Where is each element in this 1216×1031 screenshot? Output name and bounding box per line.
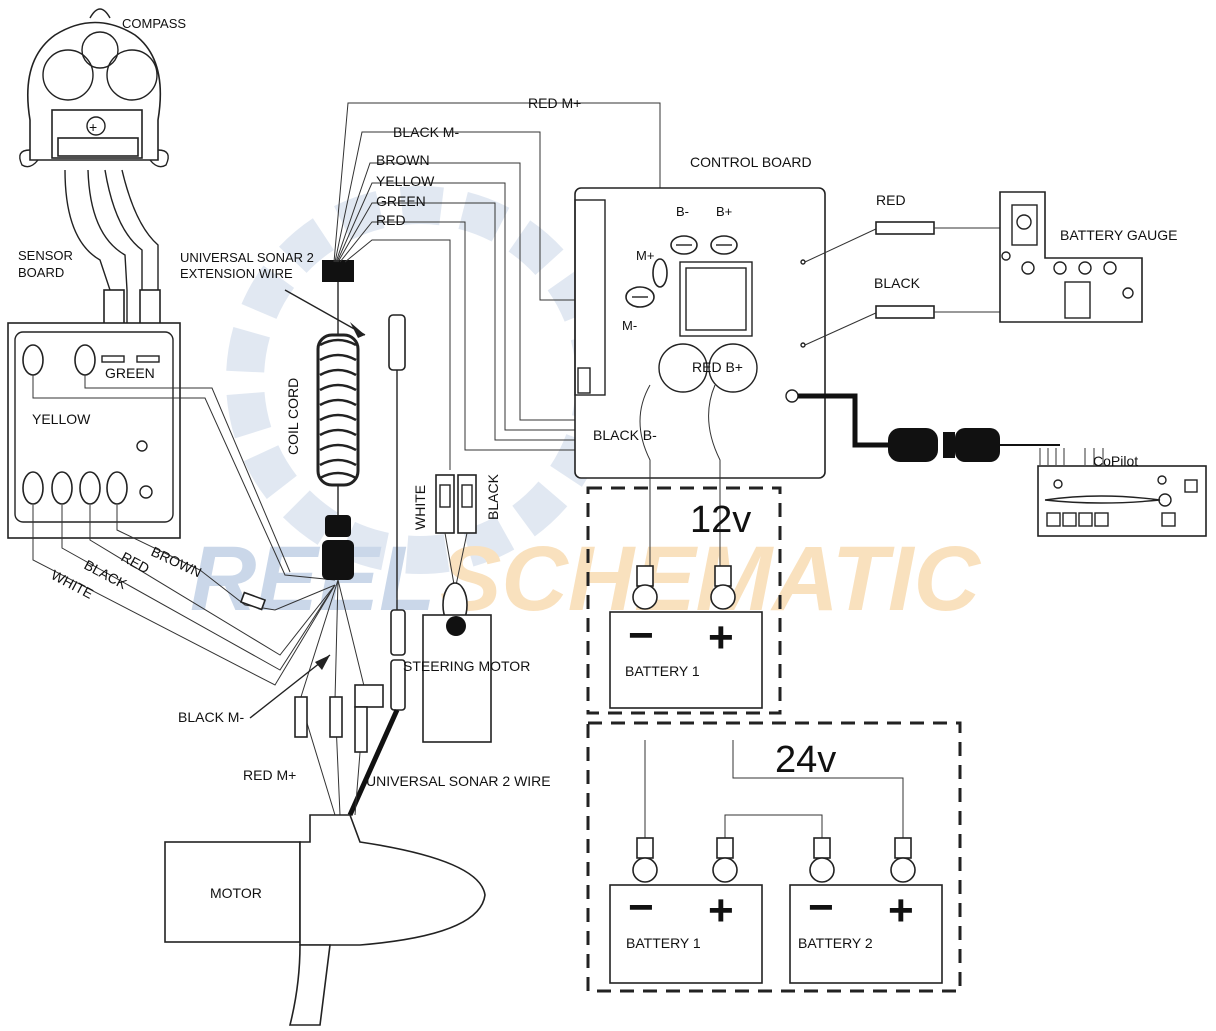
battery-gauge: RED BLACK BATTERY GAUGE <box>804 191 1177 346</box>
motor-wires: BLACK M- RED M+ UNIVERSAL SONAR 2 WIRE <box>178 579 551 816</box>
battery-24v-2-plus: + <box>888 886 914 935</box>
sonar-wire-label: UNIVERSAL SONAR 2 WIRE <box>366 773 551 789</box>
sensor-board-label-1: SENSOR <box>18 248 73 263</box>
b-plus-label: B+ <box>716 204 732 219</box>
green-label: GREEN <box>105 365 155 381</box>
white-vert-label: WHITE <box>412 485 428 530</box>
battery-24v-1-plus: + <box>708 886 734 935</box>
compass-label: COMPASS <box>122 16 186 31</box>
battery-24v-1-minus: − <box>628 883 654 932</box>
motor-label: MOTOR <box>210 885 262 901</box>
extension-connector <box>322 260 354 282</box>
battery-24v-section: 24v − + BATTERY 1 − + BATTERY 2 <box>586 721 962 993</box>
copilot: CoPilot <box>798 393 1207 537</box>
battery-gauge-label: BATTERY GAUGE <box>1060 227 1177 243</box>
gauge-red-label: RED <box>876 192 906 208</box>
sensor-terminal-yellow <box>22 344 44 376</box>
m-plus-label: M+ <box>636 248 654 263</box>
extension-wire-label-2: EXTENSION WIRE <box>180 266 293 281</box>
red-b-plus-label: RED B+ <box>692 359 743 375</box>
sensor-board: SENSOR BOARD GREEN YELLOW <box>7 248 181 539</box>
battery-24v-2-minus: − <box>808 883 834 932</box>
steering-motor-label: STEERING MOTOR <box>403 658 530 674</box>
control-board-label: CONTROL BOARD <box>690 154 812 170</box>
red-m-plus-bottom-label: RED M+ <box>243 767 296 783</box>
junction-connector <box>322 540 354 580</box>
battery-12v-minus: − <box>628 611 654 660</box>
red-top-label: RED <box>376 212 406 228</box>
green-top-label: GREEN <box>376 193 426 209</box>
red-wire-label: RED <box>119 549 153 577</box>
battery-12v-plus: + <box>708 613 734 662</box>
voltage-24v-label: 24v <box>775 739 836 781</box>
plus-mark: + <box>89 119 97 135</box>
b-minus-label: B- <box>676 204 689 219</box>
battery-12v-section: 12v − + BATTERY 1 <box>586 486 782 715</box>
battery-24v-2-label: BATTERY 2 <box>798 935 873 951</box>
black-m-minus-label: BLACK M- <box>393 124 459 140</box>
sensor-terminal-green <box>74 344 96 376</box>
trolling-motor: MOTOR <box>164 814 486 1026</box>
black-vert-label: BLACK <box>485 473 501 520</box>
extension-wire-label-1: UNIVERSAL SONAR 2 <box>180 250 314 265</box>
gauge-black-label: BLACK <box>874 275 921 291</box>
battery-1-label: BATTERY 1 <box>625 663 700 679</box>
m-minus-label: M- <box>622 318 637 333</box>
voltage-12v-label: 12v <box>690 499 751 541</box>
coil-cord-assembly: UNIVERSAL SONAR 2 EXTENSION WIRE COIL CO… <box>180 250 406 817</box>
coil-cord-label: COIL CORD <box>285 378 301 455</box>
yellow-top-label: YELLOW <box>376 173 435 189</box>
steering-motor-assembly: WHITE BLACK STEERING MOTOR <box>403 473 530 743</box>
coil <box>316 333 360 487</box>
black-m-minus-bottom-label: BLACK M- <box>178 709 244 725</box>
red-m-plus-label: RED M+ <box>528 95 581 111</box>
black-b-minus-label: BLACK B- <box>593 427 657 443</box>
brown-top-label: BROWN <box>376 152 430 168</box>
sensor-board-label-2: BOARD <box>18 265 64 280</box>
compass-cables <box>64 169 161 336</box>
watermark: REEL SCHEMATIC <box>190 186 982 630</box>
copilot-label: CoPilot <box>1093 453 1138 469</box>
battery-24v-1-label: BATTERY 1 <box>626 935 701 951</box>
yellow-label: YELLOW <box>32 411 91 427</box>
control-board: CONTROL BOARD B- B+ M+ M- RED B+ BLACK B… <box>574 154 826 570</box>
compass: + COMPASS <box>19 8 186 168</box>
